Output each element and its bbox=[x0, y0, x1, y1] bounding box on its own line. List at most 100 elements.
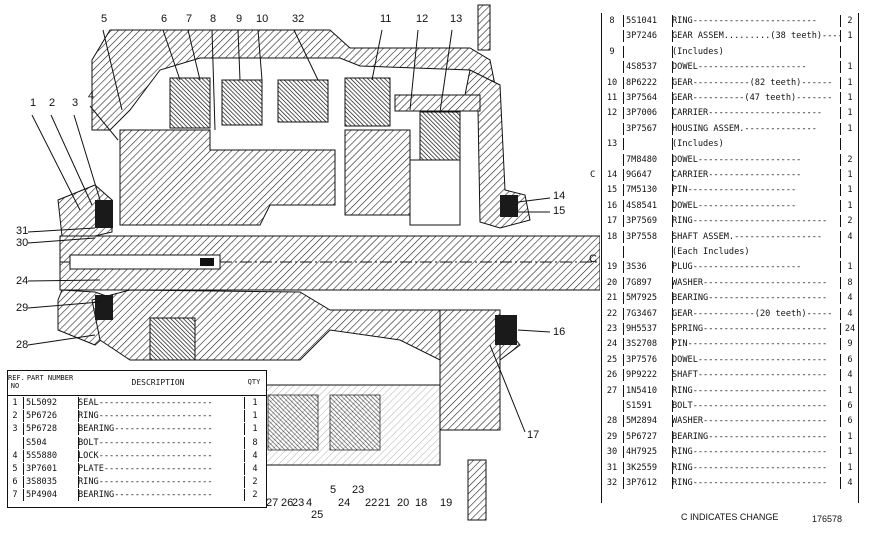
callout-C: C bbox=[589, 253, 597, 265]
parts-row-ref: 28 bbox=[606, 416, 618, 427]
callout-7: 7 bbox=[186, 13, 192, 25]
clutch-pack-4 bbox=[344, 77, 391, 127]
parts-row-pn: 3S36 bbox=[623, 261, 673, 274]
callout-32: 32 bbox=[292, 13, 304, 25]
carrier-hub-top bbox=[119, 129, 336, 226]
parts-row-qty: 2 bbox=[244, 476, 265, 489]
parts-row-desc: RING-------------------------- bbox=[672, 216, 828, 227]
gear-top-right bbox=[344, 129, 411, 216]
change-note: C INDICATES CHANGE bbox=[681, 512, 779, 522]
callout-5: 5 bbox=[101, 13, 107, 25]
callout-24: 24 bbox=[338, 497, 350, 509]
change-mark: C bbox=[590, 170, 596, 180]
inner-ring-top bbox=[409, 159, 461, 226]
parts-row-desc: BOLT-------------------------- bbox=[672, 401, 828, 411]
parts-row-desc: WASHER------------------------ bbox=[672, 277, 828, 288]
parts-row-qty: 1 bbox=[840, 92, 859, 104]
parts-row-qty: 4 bbox=[244, 449, 265, 462]
parts-row-pn: 5S5880 bbox=[23, 449, 79, 462]
parts-row-desc: (Includes) bbox=[672, 139, 724, 150]
parts-row-pn: 5P4904 bbox=[23, 489, 79, 502]
parts-row-pn: S1591 bbox=[623, 400, 673, 412]
parts-row-pn: 3P7246 bbox=[623, 30, 673, 43]
parts-row-pn: 5M7925 bbox=[623, 292, 673, 305]
bearing-left-lower bbox=[95, 295, 113, 320]
parts-row-qty: 9 bbox=[840, 338, 859, 351]
callout-19: 19 bbox=[440, 497, 452, 509]
parts-row-desc: GEAR ASSEM.........(38 teeth)------ bbox=[672, 31, 840, 42]
callout-17: 17 bbox=[527, 429, 539, 441]
parts-row-pn: 5S1041 bbox=[623, 15, 673, 27]
parts-row-pn: 3P7569 bbox=[623, 215, 673, 228]
parts-row-qty: 1 bbox=[244, 397, 265, 409]
callout-4: 4 bbox=[88, 90, 94, 102]
parts-row-desc: BEARING------------------- bbox=[78, 490, 213, 501]
callout-23: 23 bbox=[352, 484, 364, 496]
parts-row-pn: 9P9222 bbox=[623, 369, 673, 382]
parts-row-qty: 4 bbox=[840, 292, 859, 305]
parts-row-qty: 1 bbox=[840, 107, 859, 120]
parts-row: 4S8537 DOWEL---------------------1 bbox=[602, 61, 859, 74]
parts-row-desc: DOWEL-------------------- bbox=[672, 154, 802, 165]
parts-row-qty: 1 bbox=[244, 410, 265, 423]
header-description: DESCRIPTION bbox=[131, 378, 185, 387]
parts-row-qty: 2 bbox=[840, 15, 859, 27]
header-ref: REF. NO bbox=[8, 374, 25, 390]
parts-row-ref: 4 bbox=[12, 450, 18, 461]
parts-row-ref: 32 bbox=[606, 478, 618, 488]
header-part-number: PART NUMBER bbox=[26, 374, 74, 382]
bearing-left bbox=[95, 200, 113, 228]
parts-row-desc: CARRIER------------------ bbox=[672, 170, 802, 180]
callout-21: 21 bbox=[378, 497, 390, 509]
parts-row-pn: 3S8035 bbox=[23, 476, 79, 489]
parts-row-ref: 23 bbox=[606, 324, 618, 334]
parts-row-ref: 3 bbox=[12, 424, 18, 435]
parts-row-pn: 3P7612 bbox=[623, 477, 673, 489]
callout-10: 10 bbox=[256, 13, 268, 25]
parts-row-pn: 3P7567 bbox=[623, 122, 673, 135]
parts-row-ref: 25 bbox=[606, 354, 618, 365]
callout-26: 26 bbox=[281, 497, 293, 509]
parts-row-pn: 5P6726 bbox=[23, 410, 79, 423]
parts-row-desc: SPRING------------------------ bbox=[672, 324, 828, 334]
callout-1: 1 bbox=[30, 97, 36, 109]
parts-row-ref: 31 bbox=[606, 462, 618, 473]
parts-row-desc: (Each Includes) bbox=[672, 247, 750, 257]
parts-row-pn bbox=[623, 45, 673, 58]
parts-row-desc: GEAR------------(20 teeth)----- bbox=[672, 308, 833, 319]
callout-14: 14 bbox=[553, 190, 565, 202]
parts-row-ref: 30 bbox=[606, 447, 618, 458]
parts-row-qty: 6 bbox=[840, 353, 859, 366]
drum-top bbox=[394, 94, 481, 112]
parts-row-desc: BEARING----------------------- bbox=[672, 431, 828, 442]
parts-row-qty: 8 bbox=[840, 276, 859, 289]
parts-row-desc: SHAFT------------------------- bbox=[672, 370, 828, 381]
parts-row-qty: 1 bbox=[840, 61, 859, 74]
callout-2: 2 bbox=[49, 97, 55, 109]
parts-row-desc: BEARING----------------------- bbox=[672, 293, 828, 304]
clutch-pack-5 bbox=[419, 111, 461, 161]
parts-row-qty: 2 bbox=[840, 153, 859, 166]
header-qty: QTY bbox=[247, 378, 261, 386]
clutch-pack-lower-1 bbox=[149, 317, 196, 361]
parts-row-pn: 5P6727 bbox=[623, 430, 673, 443]
housing-right-shell bbox=[464, 69, 531, 229]
parts-row-ref: 26 bbox=[606, 370, 618, 381]
callout-16: 16 bbox=[553, 326, 565, 338]
